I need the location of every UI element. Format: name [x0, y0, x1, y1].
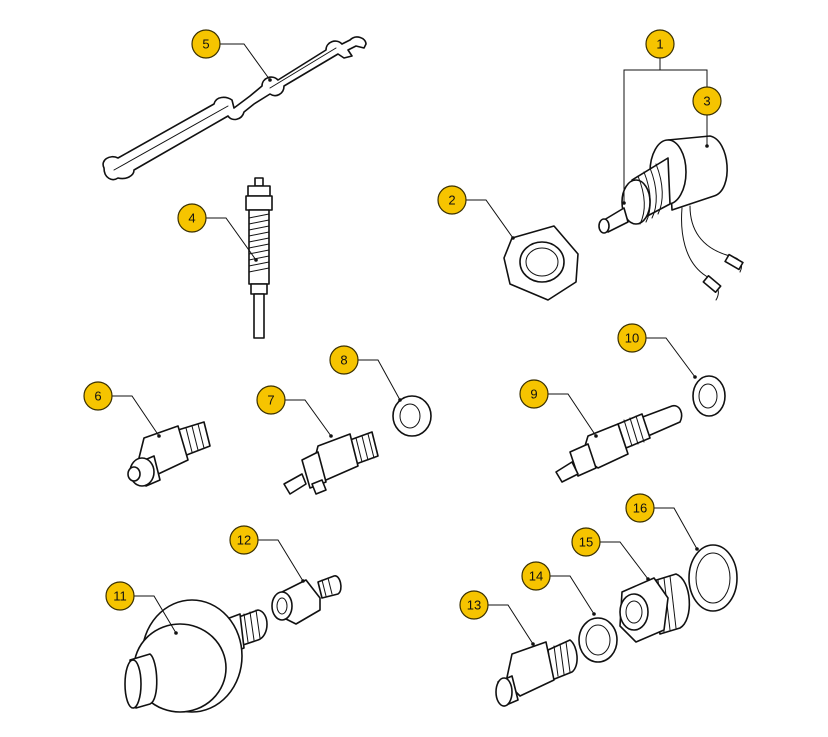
part-4-glow-plug	[245, 177, 273, 339]
callout-16: 16	[625, 493, 655, 523]
callout-10-label: 10	[625, 331, 639, 346]
part-11-sender	[124, 599, 268, 713]
callout-15: 15	[571, 527, 601, 557]
part-9-sender	[555, 404, 683, 483]
callout-14: 14	[521, 561, 551, 591]
part-2-hex-nut	[503, 225, 579, 301]
part-15-adapter	[619, 573, 691, 643]
part-5-gasket	[102, 36, 367, 181]
callout-2: 2	[437, 185, 467, 215]
leader-lines	[112, 43, 708, 645]
callout-6: 6	[83, 381, 113, 411]
callout-8-label: 8	[340, 353, 347, 368]
callout-14-label: 14	[529, 569, 543, 584]
part-10-washer	[692, 375, 726, 417]
callout-12: 12	[229, 525, 259, 555]
callout-6-label: 6	[94, 389, 101, 404]
callout-11: 11	[105, 581, 135, 611]
callout-7-label: 7	[267, 393, 274, 408]
callout-16-label: 16	[633, 501, 647, 516]
callout-8: 8	[329, 345, 359, 375]
part-6-switch	[127, 421, 211, 487]
callout-9: 9	[519, 379, 549, 409]
part-12-adapter	[271, 575, 342, 625]
callout-3-label: 3	[703, 94, 710, 109]
part-8-washer	[392, 395, 432, 437]
callout-4-label: 4	[188, 211, 195, 226]
callout-3: 3	[692, 86, 722, 116]
part-13-sender	[495, 639, 578, 707]
callout-13: 13	[459, 590, 489, 620]
callout-9-label: 9	[530, 387, 537, 402]
callout-13-label: 13	[467, 598, 481, 613]
part-1-3-sender-unit	[598, 135, 744, 301]
callout-7: 7	[256, 385, 286, 415]
callout-1-label: 1	[656, 37, 663, 52]
callout-11-label: 11	[113, 589, 127, 604]
callout-5-label: 5	[202, 37, 209, 52]
callout-5: 5	[191, 29, 221, 59]
callout-15-label: 15	[579, 535, 593, 550]
part-14-washer	[578, 612, 618, 663]
part-16-washer	[688, 544, 738, 612]
callout-2-label: 2	[448, 193, 455, 208]
callout-1: 1	[645, 29, 675, 59]
callout-10: 10	[617, 323, 647, 353]
callout-4: 4	[177, 203, 207, 233]
part-7-switch	[283, 431, 379, 495]
callout-12-label: 12	[237, 533, 251, 548]
